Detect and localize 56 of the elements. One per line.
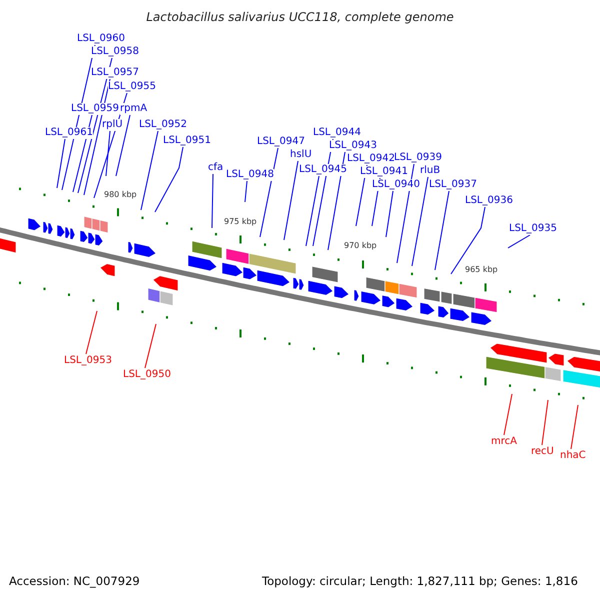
gene-label: LSL_0961 [45,127,93,139]
leader-line [306,176,320,246]
gene-label: LSL_0957 [91,67,139,79]
gene-label: LSL_0951 [163,135,211,147]
gene-label: LSL_0952 [139,119,187,131]
gene-label: rluB [420,165,440,177]
gene-label: LSL_0935 [509,223,557,235]
gene-label: LSL_0943 [329,140,377,152]
leader-line [140,130,158,210]
leader-line [244,180,248,202]
gene-label: LSL_0947 [257,136,305,148]
accession-text: Accession: NC_007929 [9,575,140,587]
leader-line [396,164,414,264]
title: Lactobacillus salivarius UCC118, complete genome [145,11,455,23]
leader-line [412,176,428,266]
leader-line [328,152,346,250]
leader-line [260,148,278,238]
leader-line [86,310,98,354]
gene-label: LSL_0939 [394,152,442,164]
leader-line [542,400,548,446]
leader-line [56,138,66,188]
leader-line [116,114,130,176]
gene-label: LSL_0953 [64,355,112,367]
gene-label: LSL_0942 [347,153,395,165]
leader-line [508,234,530,248]
leader-line [106,130,110,176]
leader-line [284,160,298,240]
leader-line [450,206,486,274]
gene-label: rplU [102,119,123,131]
gene-label: LSL_0936 [465,195,513,207]
position-label: 970 kbp [344,241,377,250]
gene-label: LSL_0959 [71,103,119,115]
leader-line [84,78,110,196]
gene-label: LSL_0940 [372,179,420,191]
gene-label: rpmA [120,103,148,115]
leader-line [154,146,184,212]
leader-line [212,174,214,228]
gene-label: LSL_0948 [226,169,274,181]
leader-line [504,394,512,436]
position-label: 975 kbp [224,217,257,226]
leader-line [386,190,394,238]
genome-info-text: Topology: circular; Length: 1,827,111 bp; Genes: 1,816 [262,575,578,587]
leader-line [144,324,156,368]
gene-label: LSL_0941 [360,166,408,178]
gene-label: LSL_0960 [77,33,125,45]
position-label: 965 kbp [465,265,498,274]
gene-label: LSL_0958 [91,46,139,58]
gene-label: LSL_0937 [429,179,477,191]
gene-label: LSL_0944 [313,127,361,139]
gene-label: hslU [290,149,312,161]
gene-label: LSL_0950 [123,369,171,381]
position-label: 980 kbp [104,190,137,199]
leader-line [570,404,578,450]
leader-line [434,190,450,270]
gene-label: LSL_0955 [108,81,156,93]
gene-label: LSL_0945 [299,164,347,176]
